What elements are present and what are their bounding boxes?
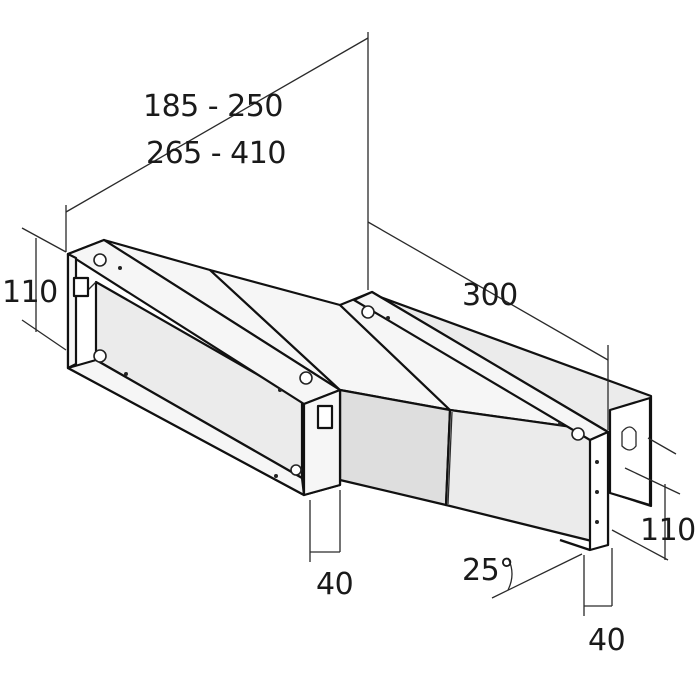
left-wall-label: 40 [316,567,353,602]
mounting-hole [361,305,375,319]
depth-label: 300 [462,278,518,313]
left-height-label: 110 [2,275,58,310]
mounting-hole [290,464,302,476]
width-range-label-1: 185 - 250 [143,89,283,124]
mounting-hole [571,427,585,441]
screw-dot [124,372,128,376]
screw-dot [595,490,599,494]
mounting-hole [299,371,313,385]
width-range-label-2: 265 - 410 [146,136,286,171]
right-keyhole-icon [621,426,637,451]
left-clip-icon [72,276,90,298]
screw-dot [274,474,278,478]
mounting-hole [93,253,107,267]
dimension-labels: 185 - 250 265 - 410 300 110 110 40 40 25… [2,89,696,658]
screw-dot [278,388,282,392]
left-inlet-frame [66,238,342,497]
screw-dot [118,266,122,270]
dimension-lines [21,32,681,616]
right-clip-icon [316,404,334,430]
angle-label: 25° [462,553,514,588]
screw-dot [595,460,599,464]
screw-dot [386,316,390,320]
screw-dot [595,520,599,524]
right-wall-label: 40 [588,623,625,658]
screw-dot [558,422,562,426]
right-height-label: 110 [640,513,696,548]
right-outlet-flange [352,290,610,552]
mounting-hole [93,349,107,363]
